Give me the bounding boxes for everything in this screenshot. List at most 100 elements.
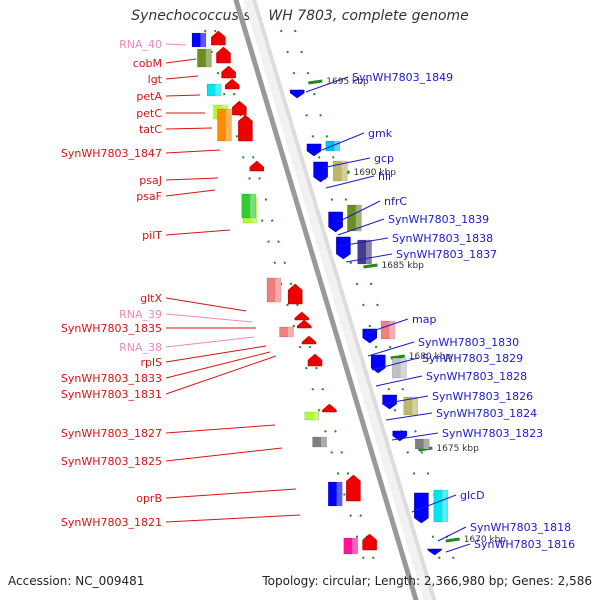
right-gene-label[interactable]: gmk [368, 127, 393, 140]
right-gene-label[interactable]: SynWH7803_1826 [432, 390, 533, 403]
gene-feature-block[interactable] [333, 160, 348, 182]
left-gene-label[interactable]: rplS [140, 356, 162, 369]
left-gene-label[interactable]: cobM [133, 57, 162, 70]
right-gene-label[interactable]: SynWH7803_1837 [396, 248, 497, 261]
left-gene-label[interactable]: RNA_40 [119, 38, 162, 51]
gene-feature-block[interactable] [266, 277, 282, 303]
gene-feature-arrow[interactable] [427, 548, 442, 556]
right-gene-label[interactable]: SynWH7803_1828 [426, 370, 527, 383]
right-gene-label[interactable]: SynWH7803_1830 [418, 336, 519, 349]
gene-feature-shade [205, 49, 212, 67]
gene-feature-arrow[interactable] [221, 65, 236, 79]
left-gene-label[interactable]: RNA_39 [119, 308, 162, 321]
gene-feature-arrow[interactable] [224, 78, 240, 90]
gene-feature-arrow[interactable] [238, 114, 253, 142]
right-gene-label[interactable]: SynWH7803_1818 [470, 521, 571, 534]
left-gene-label[interactable]: SynWH7803_1825 [61, 455, 162, 468]
gene-feature-arrow[interactable] [232, 100, 247, 116]
left-gene-label[interactable]: oprB [136, 492, 162, 505]
gene-feature-block[interactable] [206, 83, 222, 97]
right-gene-label[interactable]: SynWH7803_1849 [352, 71, 453, 84]
left-gene-label[interactable]: SynWH7803_1827 [61, 427, 162, 440]
coordinate-label: 1675 kbp [436, 444, 479, 454]
right-gene-label[interactable]: gcp [374, 152, 394, 165]
gene-feature-block[interactable] [217, 108, 232, 142]
gene-feature-arrow[interactable] [289, 89, 305, 99]
right-label-pointer [375, 375, 423, 387]
right-gene-label[interactable]: map [412, 313, 436, 326]
left-label-pointer [165, 488, 297, 499]
right-label-pointer [363, 318, 409, 335]
left-gene-label[interactable]: petA [136, 90, 162, 103]
left-label-pointer [165, 297, 247, 312]
gene-feature-block[interactable] [197, 48, 212, 68]
right-gene-label[interactable]: SynWH7803_1823 [442, 427, 543, 440]
left-gene-label[interactable]: SynWH7803_1847 [61, 147, 162, 160]
gene-feature-arrow[interactable] [287, 283, 303, 305]
left-label-pointer [165, 177, 219, 181]
gene-feature-arrow[interactable] [301, 335, 317, 345]
gene-feature-arrow[interactable] [313, 161, 328, 183]
gene-feature-arrow[interactable] [249, 160, 265, 172]
gene-feature-block[interactable] [191, 32, 207, 48]
left-label-pointer [165, 336, 255, 348]
gene-feature-arrow[interactable] [382, 394, 397, 410]
label-line-layer [165, 43, 471, 553]
right-label-pointer [337, 218, 385, 236]
right-gene-label[interactable]: SynWH7803_1829 [422, 352, 523, 365]
right-gene-label[interactable]: SynWH7803_1838 [392, 232, 493, 245]
gene-feature-arrow[interactable] [370, 354, 386, 374]
left-gene-label[interactable]: SynWH7803_1833 [61, 372, 162, 385]
gene-feature-block[interactable] [343, 537, 359, 555]
gene-feature-block[interactable] [433, 489, 449, 523]
left-gene-label[interactable]: lgt [148, 73, 163, 86]
left-gene-label[interactable]: pilT [142, 229, 162, 242]
left-gene-label[interactable]: gltX [140, 292, 162, 305]
right-label-pointer [305, 76, 349, 93]
gene-feature-block[interactable] [380, 320, 396, 340]
gene-feature-block[interactable] [403, 396, 419, 416]
right-gene-label[interactable]: SynWH7803_1824 [436, 407, 537, 420]
gene-feature-arrow[interactable] [328, 211, 343, 233]
gene-feature-arrow[interactable] [362, 533, 377, 551]
gene-feature-arrow[interactable] [346, 474, 361, 502]
left-gene-label[interactable]: SynWH7803_1835 [61, 322, 162, 335]
gene-feature-arrow[interactable] [294, 311, 310, 321]
gene-feature-arrow[interactable] [362, 328, 378, 344]
gene-feature-block[interactable] [304, 411, 320, 421]
gene-feature-shade [423, 439, 430, 449]
gene-feature-arrow[interactable] [322, 403, 337, 413]
left-gene-label[interactable]: petC [136, 107, 162, 120]
gene-feature-arrow[interactable] [211, 30, 226, 46]
gene-feature-block[interactable] [241, 193, 257, 219]
gene-feature-block[interactable] [414, 438, 430, 450]
gene-feature-arrow[interactable] [296, 319, 312, 329]
gene-feature-block[interactable] [279, 326, 294, 338]
left-gene-label[interactable]: SynWH7803_1821 [61, 516, 162, 529]
gene-feature-arrow[interactable] [306, 143, 322, 157]
left-gene-label[interactable]: SynWH7803_1831 [61, 388, 162, 401]
gene-feature-arrow[interactable] [307, 353, 323, 367]
right-gene-label[interactable]: nfrC [384, 195, 407, 208]
gene-feature-arrow[interactable] [336, 236, 351, 260]
left-label-pointer [165, 229, 231, 236]
gene-feature-block[interactable] [327, 481, 343, 507]
right-label-pointer [321, 132, 365, 151]
gene-feature-shade [336, 482, 343, 506]
gene-feature-block[interactable] [312, 436, 327, 448]
right-label-pointer [437, 526, 467, 542]
map-title: Synechococcus sp. WH 7803, complete geno… [131, 8, 469, 24]
right-gene-label[interactable]: glcD [460, 489, 485, 502]
right-gene-label[interactable]: hli [378, 170, 391, 183]
right-gene-label[interactable]: SynWH7803_1839 [388, 213, 489, 226]
backbone-layer [233, 0, 437, 600]
left-gene-label[interactable]: tatC [139, 123, 162, 136]
right-gene-label[interactable]: SynWH7803_1816 [474, 538, 575, 551]
left-gene-label[interactable]: psaF [136, 190, 162, 203]
gene-feature-block[interactable] [392, 357, 407, 379]
gene-feature-arrow[interactable] [216, 46, 231, 64]
left-gene-label[interactable]: RNA_38 [119, 341, 162, 354]
left-gene-label[interactable]: psaJ [139, 174, 162, 187]
